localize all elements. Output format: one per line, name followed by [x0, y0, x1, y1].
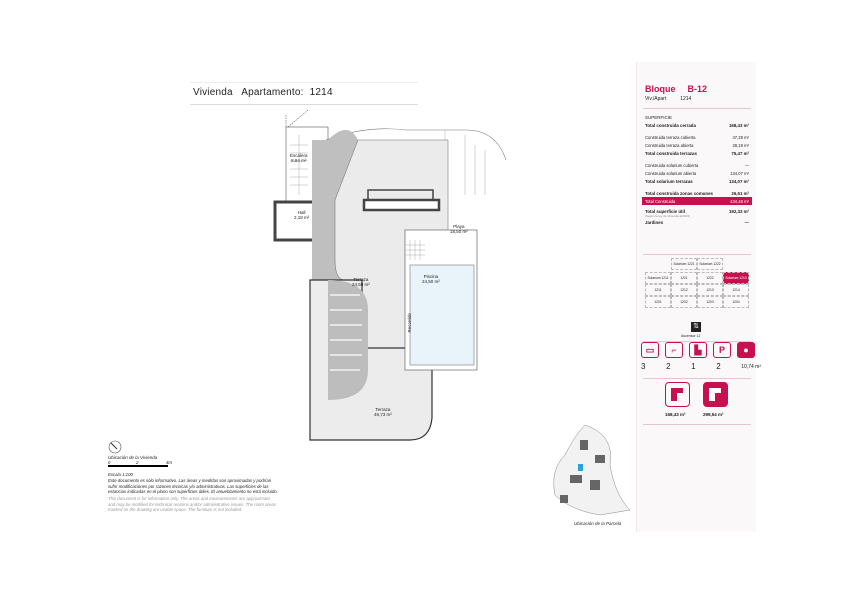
page-title: Vivienda Apartamento:1214: [193, 87, 333, 98]
toilet-icon: ▙: [689, 342, 707, 358]
site-location-map: [553, 424, 631, 516]
floor-plan: [273, 109, 507, 441]
total-area-icon: [703, 382, 728, 407]
shower-icon: ⌐: [665, 342, 683, 358]
divider: [190, 104, 418, 105]
site-location-caption: Ubicación de la Parcela: [574, 521, 622, 526]
ascensor-label: Ascensor 12: [681, 334, 701, 338]
elevator-icon: ⇅: [691, 322, 701, 332]
parking-icon: P: [713, 342, 731, 358]
bed-icon: ▭: [641, 342, 659, 358]
interior-area-value: 168,43 m²: [665, 412, 686, 417]
interior-area-icon: [665, 382, 690, 407]
compass-icon: [108, 440, 122, 454]
divider: [190, 82, 418, 83]
storage-icon: ●: [737, 342, 755, 358]
total-area-value: 299,54 m²: [703, 412, 724, 417]
room-label-recorrido: Recorrido: [407, 312, 413, 333]
